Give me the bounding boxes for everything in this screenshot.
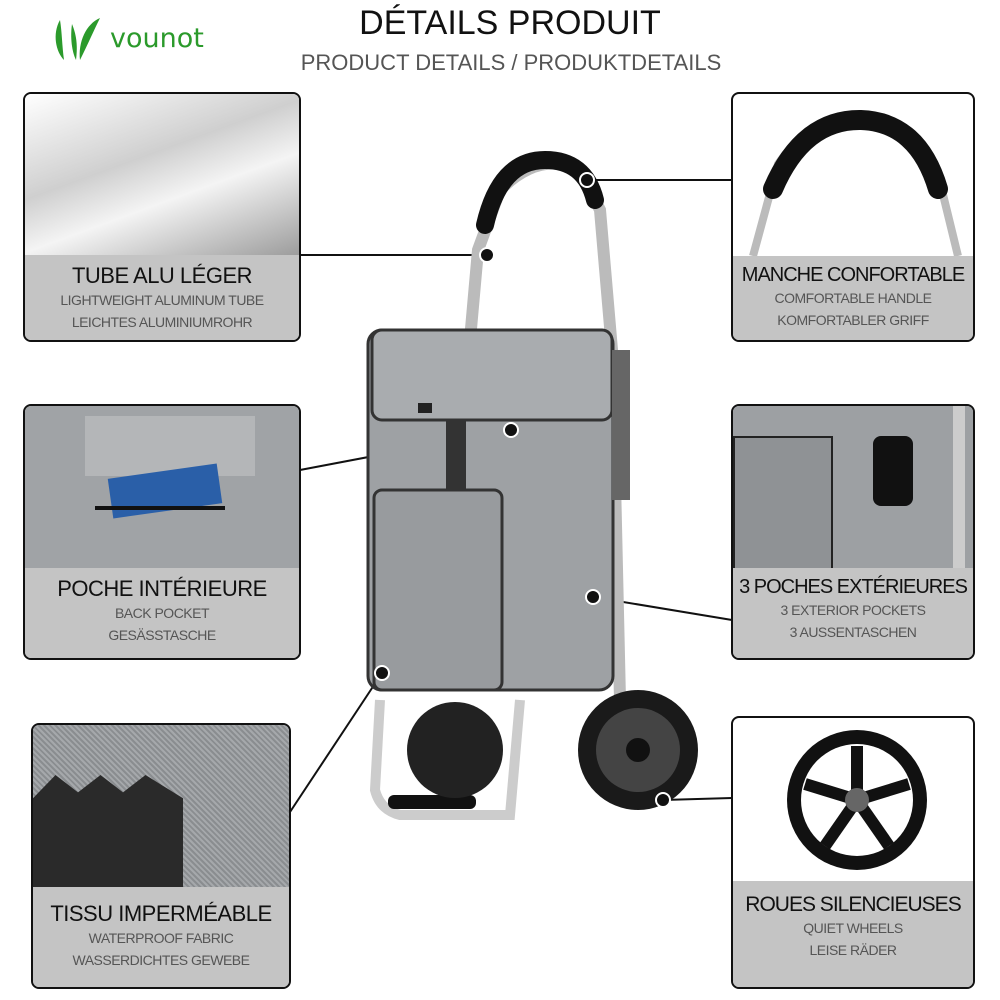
panel-title: POCHE INTÉRIEURE (57, 576, 267, 601)
panel-subtitle-de: LEICHTES ALUMINIUMROHR (71, 314, 253, 330)
panel-title: TISSU IMPERMÉABLE (50, 901, 272, 926)
panel-subtitle-de: KOMFORTABLER GRIFF (777, 312, 929, 328)
wheel-image (787, 730, 927, 870)
panel-subtitle-en: WATERPROOF FABRIC (88, 930, 234, 946)
panel-title: TUBE ALU LÉGER (71, 263, 253, 288)
fabric-image (33, 725, 289, 891)
exterior-pockets-image (733, 406, 973, 572)
brand-name: vounot (110, 22, 204, 54)
panel-aluminum-tube: TUBE ALU LÉGER LIGHTWEIGHT ALUMINUM TUBE L… (23, 92, 301, 342)
panel-subtitle-de: 3 AUSSENTASCHEN (789, 624, 917, 640)
panel-title: 3 POCHES EXTÉRIEURES (739, 576, 968, 598)
panel-subtitle-de: LEISE RÄDER (809, 942, 897, 958)
leaf-logo-icon (55, 18, 100, 60)
panel-title: ROUES SILENCIEUSES (745, 893, 961, 916)
panel-comfortable-handle: MANCHE CONFORTABLE COMFORTABLE HANDLE KOMF… (731, 92, 975, 342)
panel-back-pocket: POCHE INTÉRIEURE BACK POCKET GESÄSSTASCHE (23, 404, 301, 660)
back-pocket-image (25, 406, 299, 572)
panel-subtitle-en: QUIET WHEELS (803, 920, 903, 936)
panel-title: MANCHE CONFORTABLE (741, 264, 965, 286)
callout-dots (374, 172, 671, 808)
panel-subtitle-en: LIGHTWEIGHT ALUMINUM TUBE (60, 292, 264, 308)
panel-exterior-pockets: 3 POCHES EXTÉRIEURES 3 EXTERIOR POCKETS 3 … (731, 404, 975, 660)
handle-image (749, 109, 962, 256)
aluminum-tube-image (25, 94, 299, 259)
page-subtitle: PRODUCT DETAILS / PRODUKTDETAILS (300, 50, 722, 75)
panel-subtitle-en: BACK POCKET (114, 605, 210, 621)
panel-subtitle-de: GESÄSSTASCHE (108, 627, 216, 643)
panel-subtitle-en: 3 EXTERIOR POCKETS (780, 602, 926, 618)
panel-waterproof-fabric: TISSU IMPERMÉABLE WATERPROOF FABRIC WASSER… (31, 723, 291, 989)
panel-subtitle-en: COMFORTABLE HANDLE (774, 290, 932, 306)
brand-logo: vounot (50, 14, 204, 62)
panel-quiet-wheels: ROUES SILENCIEUSES QUIET WHEELS LEISE RÄDE… (731, 716, 975, 989)
panel-subtitle-de: WASSERDICHTES GEWEBE (72, 952, 250, 968)
page-title: DÉTAILS PRODUIT (359, 4, 661, 42)
